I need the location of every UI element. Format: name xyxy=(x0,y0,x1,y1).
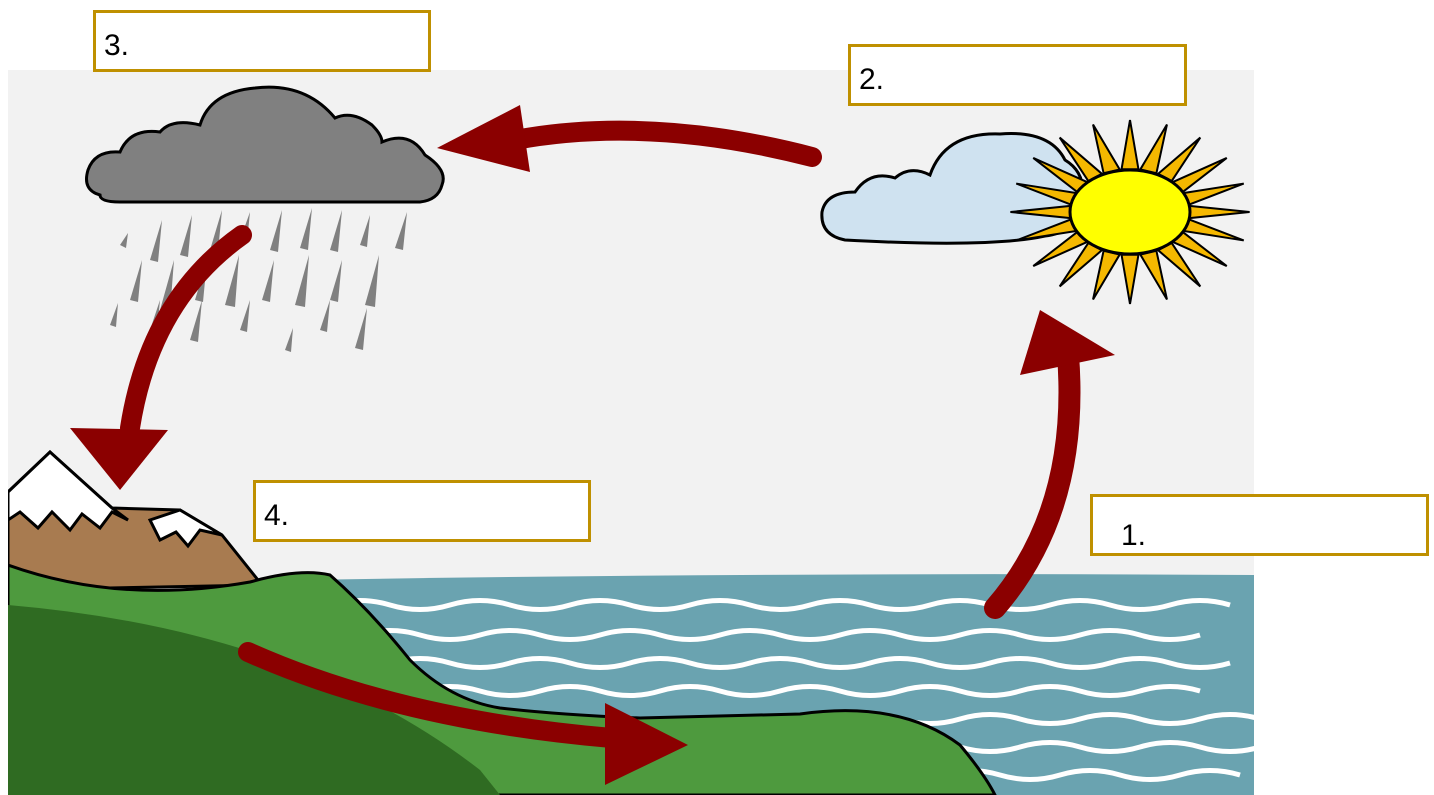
label-box-4-text: 4. xyxy=(264,501,289,531)
label-box-3[interactable]: 3. xyxy=(93,10,431,72)
label-box-1[interactable]: 1. xyxy=(1090,494,1429,556)
label-box-2-text: 2. xyxy=(859,65,884,95)
label-box-3-text: 3. xyxy=(104,31,129,61)
sun-disc xyxy=(1070,170,1190,254)
label-box-1-text: 1. xyxy=(1121,521,1146,551)
label-box-4[interactable]: 4. xyxy=(253,480,591,542)
label-box-2[interactable]: 2. xyxy=(848,44,1187,106)
